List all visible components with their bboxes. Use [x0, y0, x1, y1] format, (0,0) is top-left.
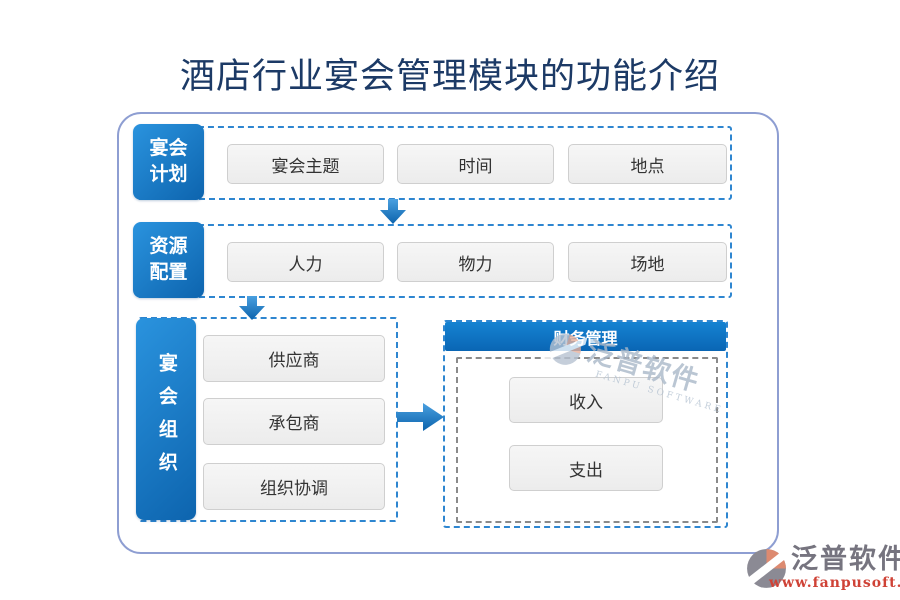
banquet-plan-label: 宴会 计划	[133, 124, 204, 200]
footer-text: 泛普软件 www.fanpusoft.com	[769, 544, 900, 591]
resource-allocation-label: 资源 配置	[133, 222, 204, 298]
footer-logo: 泛普软件 www.fanpusoft.com	[744, 544, 900, 591]
item-supplier: 供应商	[203, 335, 385, 382]
down-arrow-icon	[239, 296, 265, 320]
banquet-plan-line2: 计划	[149, 163, 188, 185]
right-arrow-icon	[397, 403, 444, 431]
item-banquet-theme: 宴会主题	[227, 144, 384, 184]
item-coordination: 组织协调	[203, 463, 385, 510]
item-manpower: 人力	[227, 242, 384, 282]
banquet-plan-label-text: 宴会 计划	[149, 136, 187, 187]
resource-line1: 资源	[149, 235, 188, 258]
banquet-organization-label-text: 宴会组织	[155, 353, 178, 485]
footer-url-link[interactable]: www.fanpusoft.com	[769, 575, 900, 592]
resource-line2: 配置	[149, 261, 188, 283]
item-material: 物力	[397, 242, 554, 282]
down-arrow-icon	[380, 199, 406, 224]
item-venue: 场地	[568, 242, 727, 282]
item-time: 时间	[397, 144, 554, 184]
page-title: 酒店行业宴会管理模块的功能介绍	[179, 57, 720, 97]
footer-brand: 泛普软件	[791, 544, 900, 575]
item-location: 地点	[568, 144, 727, 184]
banquet-organization-label: 宴会组织	[136, 318, 196, 520]
finance-group	[443, 320, 728, 528]
item-income: 收入	[509, 377, 663, 423]
resource-allocation-label-text: 资源 配置	[149, 234, 187, 285]
fanpu-logo-icon	[744, 546, 789, 591]
item-contractor: 承包商	[203, 398, 385, 445]
finance-header: 财务管理	[445, 322, 726, 351]
item-expenditure: 支出	[509, 445, 663, 491]
banquet-plan-line1: 宴会	[149, 137, 188, 160]
